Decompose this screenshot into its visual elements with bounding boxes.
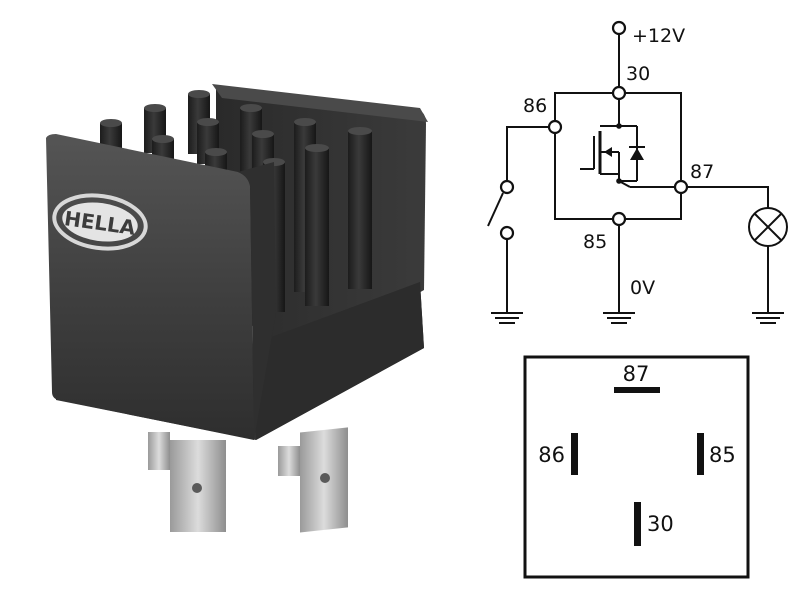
- pinout-30-label: 30: [647, 512, 674, 536]
- node-85: [611, 211, 627, 227]
- cooling-pin: [348, 127, 372, 289]
- blade-terminal: [170, 440, 226, 532]
- relay-side-face: [238, 162, 276, 440]
- ground-symbol-lamp: [752, 312, 784, 324]
- cooling-pin: [205, 148, 227, 170]
- pin-87-label: 87: [690, 161, 714, 183]
- blade-terminals: [148, 427, 348, 533]
- ground-symbol-85: [603, 312, 635, 324]
- blade-terminal: [300, 427, 348, 533]
- mosfet-symbol: [580, 99, 675, 188]
- ground-label: 0V: [630, 277, 655, 299]
- node-86: [547, 119, 563, 135]
- node-30: [611, 85, 627, 101]
- relay-base-side: [250, 282, 424, 440]
- pinout-85-blade: [697, 433, 704, 475]
- pin-30-label: 30: [626, 63, 650, 85]
- blade-terminal: [278, 446, 300, 476]
- blade-terminal: [148, 432, 170, 470]
- relay-photo: HELLA: [46, 84, 428, 533]
- pin-86-label: 86: [523, 95, 547, 117]
- pinout-85-label: 85: [709, 443, 736, 467]
- ground-symbol-switch: [491, 312, 523, 324]
- relay-back-rim: [212, 84, 428, 122]
- pinout-86-blade: [571, 433, 578, 475]
- pin-85-label: 85: [583, 231, 607, 253]
- pinout-diagram: 87 86 85 30: [523, 355, 750, 579]
- supply-label: +12V: [632, 25, 685, 47]
- relay-schematic: +12V 30 86 87 85: [487, 20, 788, 324]
- control-switch[interactable]: [487, 126, 549, 324]
- pinout-30-blade: [634, 502, 641, 546]
- pinout-87-blade: [614, 387, 660, 393]
- pinout-86-label: 86: [538, 443, 565, 467]
- relay-front-face: [46, 134, 254, 440]
- pinout-87-label: 87: [623, 362, 650, 386]
- cooling-pin: [305, 144, 329, 306]
- lamp-load: [687, 186, 788, 324]
- supply-terminal: [611, 20, 627, 36]
- node-87: [673, 179, 689, 195]
